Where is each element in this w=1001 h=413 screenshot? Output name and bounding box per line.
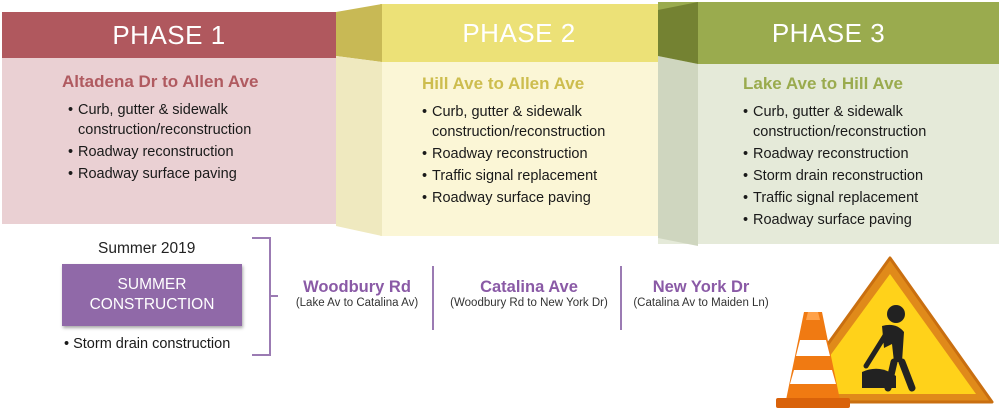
summer-item: • Storm drain construction	[64, 336, 231, 352]
phase-1-panel: PHASE 1 Altadena Dr to Allen Ave Curb, g…	[2, 12, 336, 224]
phase-2-title: Hill Ave to Allen Ave	[422, 74, 585, 93]
phase-1-title: Altadena Dr to Allen Ave	[62, 72, 259, 91]
list-item: Curb, gutter & sidewalk construction/rec…	[743, 102, 999, 142]
phase-3-fold	[658, 2, 698, 246]
road-new-york: New York Dr (Catalina Av to Maiden Ln)	[624, 278, 778, 309]
summer-box-line1: SUMMER	[117, 276, 187, 293]
summer-construction-box: SUMMER CONSTRUCTION	[62, 264, 242, 326]
list-item: Roadway surface paving	[422, 188, 658, 208]
divider	[620, 266, 622, 330]
phase-3-panel: PHASE 3 Lake Ave to Hill Ave Curb, gutte…	[658, 2, 999, 244]
road-sub: (Catalina Av to Maiden Ln)	[633, 297, 769, 309]
list-item: Curb, gutter & sidewalk construction/rec…	[422, 102, 658, 142]
road-sub: (Lake Av to Catalina Av)	[295, 297, 419, 309]
list-item: Storm drain reconstruction	[743, 166, 999, 186]
phase-3-list: Curb, gutter & sidewalk construction/rec…	[743, 102, 999, 230]
construction-illustration	[776, 256, 994, 408]
list-item: Roadway surface paving	[68, 164, 336, 184]
road-sub: (Woodbury Rd to New York Dr)	[450, 297, 608, 309]
phase-3-title: Lake Ave to Hill Ave	[743, 74, 903, 93]
phase-1-body: Altadena Dr to Allen Ave Curb, gutter & …	[2, 58, 336, 224]
list-item: Traffic signal replacement	[743, 188, 999, 208]
summer-box-line2: CONSTRUCTION	[89, 296, 215, 313]
list-item: Roadway surface paving	[743, 210, 999, 230]
phase-2-label: PHASE 2	[462, 17, 576, 48]
road-name: Catalina Ave	[480, 278, 578, 296]
list-item: Traffic signal replacement	[422, 166, 658, 186]
road-name: Woodbury Rd	[303, 278, 411, 296]
phase-2-panel: PHASE 2 Hill Ave to Allen Ave Curb, gutt…	[380, 4, 658, 236]
phase-2-list: Curb, gutter & sidewalk construction/rec…	[422, 102, 658, 208]
list-item: Roadway reconstruction	[743, 144, 999, 164]
traffic-cone-icon	[776, 312, 850, 408]
road-name: New York Dr	[652, 278, 750, 296]
road-catalina: Catalina Ave (Woodbury Rd to New York Dr…	[440, 278, 618, 309]
bracket-icon	[252, 237, 278, 356]
phase-1-label: PHASE 1	[112, 19, 226, 50]
phase-3-header: PHASE 3	[658, 2, 999, 64]
list-item: Roadway reconstruction	[68, 142, 336, 162]
phase-2-fold	[336, 4, 382, 236]
summer-year: Summer 2019	[98, 240, 196, 257]
phase-3-label: PHASE 3	[771, 17, 886, 48]
phase-1-header: PHASE 1	[2, 12, 336, 58]
list-item: Roadway reconstruction	[422, 144, 658, 164]
phase-2-header: PHASE 2	[380, 4, 658, 62]
list-item: Curb, gutter & sidewalk construction/rec…	[68, 100, 336, 140]
men-at-work-sign-icon	[784, 256, 994, 404]
phase-2-body: Hill Ave to Allen Ave Curb, gutter & sid…	[380, 62, 658, 236]
phase-3-body: Lake Ave to Hill Ave Curb, gutter & side…	[658, 64, 999, 244]
road-woodbury: Woodbury Rd (Lake Av to Catalina Av)	[282, 278, 432, 309]
phase-1-list: Curb, gutter & sidewalk construction/rec…	[68, 100, 336, 184]
divider	[432, 266, 434, 330]
